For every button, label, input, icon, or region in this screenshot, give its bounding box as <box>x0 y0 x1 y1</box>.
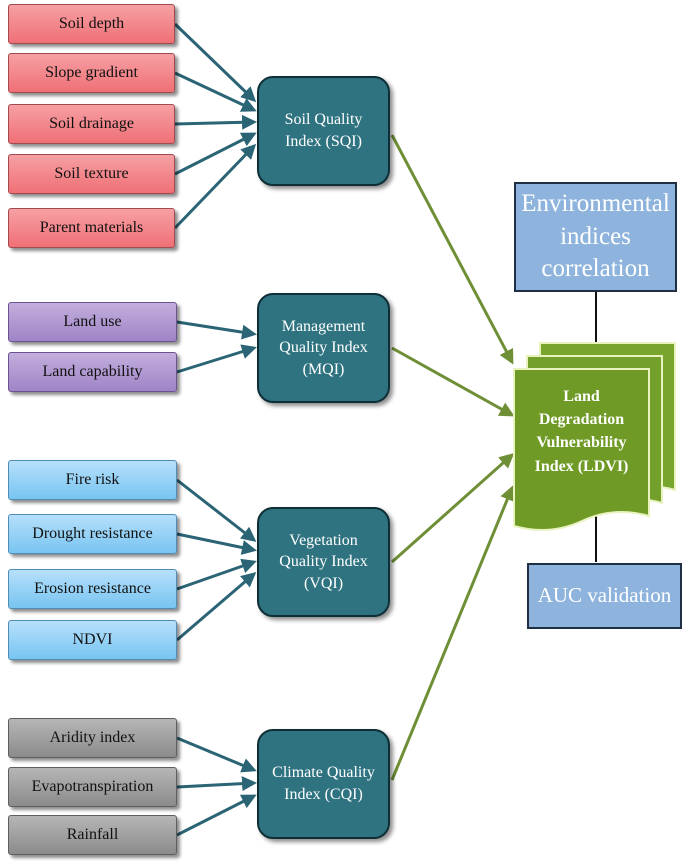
aridity-index-box: Aridity index <box>8 718 177 758</box>
parent-materials-box: Parent materials <box>8 208 175 248</box>
sqi-line-1: Soil Quality <box>284 111 363 129</box>
arrow-erosion-resistance-to-vqi <box>176 558 257 591</box>
environmental-line-1: Environmental <box>521 190 670 218</box>
mqi-line-3: (MQI) <box>302 360 345 378</box>
ldvi-line-1: Land <box>563 388 600 405</box>
fire-risk-box: Fire risk <box>8 460 177 500</box>
arrow-land-use-to-mqi <box>176 320 257 340</box>
soil-depth-box: Soil depth <box>8 4 175 44</box>
arrow-aridity-index-to-cqi <box>176 736 257 773</box>
environmental-line-3: correlation <box>541 255 650 283</box>
land-capability-box: Land capability <box>8 352 177 392</box>
arrow-evapotranspiration-to-cqi <box>176 776 257 792</box>
arrow-slope-gradient-to-sqi <box>174 71 257 112</box>
arrow-soil-drainage-to-sqi <box>174 114 257 130</box>
vqi-line-3: (VQI) <box>303 574 344 592</box>
cqi-line-2: Index (CQI) <box>284 786 363 803</box>
arrow-drought-resistance-to-vqi <box>176 532 257 555</box>
ldvi-label: Land Degradation Vulnerability Index (LD… <box>514 385 649 478</box>
cqi-box: Climate Quality Index (CQI) <box>257 729 390 839</box>
ldvi-line-3: Vulnerability <box>536 434 627 452</box>
ldvi-page-front <box>513 368 650 531</box>
ldvi-document-stack <box>513 342 676 531</box>
ldvi-line-4: Index (LDVI) <box>534 457 629 475</box>
environmental-line-2: indices <box>560 222 631 250</box>
mqi-line-1: Management <box>281 317 366 335</box>
arrow-vqi-to-ldvi <box>391 453 515 564</box>
vqi-box: Vegetation Quality Index (VQI) <box>257 507 390 617</box>
arrow-rainfall-to-cqi <box>176 794 257 837</box>
auc-validation-label: AUC validation <box>537 583 672 608</box>
arrow-soil-texture-to-sqi <box>174 132 257 176</box>
arrow-land-capability-to-mqi <box>176 344 257 374</box>
environmental-correlation-box: Environmental indices correlation <box>514 182 677 292</box>
arrow-cqi-to-ldvi <box>390 485 515 781</box>
vqi-line-1: Vegetation <box>289 531 358 549</box>
arrow-fire-risk-to-vqi <box>176 478 257 542</box>
soil-texture-box: Soil texture <box>8 154 175 194</box>
arrow-parent-materials-to-sqi <box>173 143 257 230</box>
arrow-soil-depth-to-sqi <box>173 22 257 103</box>
erosion-resistance-box: Erosion resistance <box>8 569 177 609</box>
mqi-box: Management Quality Index (MQI) <box>257 293 390 403</box>
land-use-box: Land use <box>8 302 177 342</box>
slope-gradient-box: Slope gradient <box>8 53 175 93</box>
arrow-sqi-to-ldvi <box>390 134 514 365</box>
soil-drainage-box: Soil drainage <box>8 104 175 144</box>
mqi-line-2: Quality Index <box>279 339 368 357</box>
cqi-line-1: Climate Quality <box>272 764 375 782</box>
drought-resistance-box: Drought resistance <box>8 514 177 554</box>
sqi-box: Soil Quality Index (SQI) <box>257 76 390 186</box>
rainfall-box: Rainfall <box>8 815 177 855</box>
arrow-mqi-to-ldvi <box>391 346 515 417</box>
evapotranspiration-box: Evapotranspiration <box>8 767 177 807</box>
arrow-ndvi-to-vqi <box>176 572 257 642</box>
ndvi-box: NDVI <box>8 620 177 660</box>
auc-validation-box: AUC validation <box>527 563 682 629</box>
ldvi-line-2: Degradation <box>538 411 625 429</box>
vqi-line-2: Quality Index <box>279 553 368 571</box>
sqi-line-2: Index (SQI) <box>285 133 362 150</box>
